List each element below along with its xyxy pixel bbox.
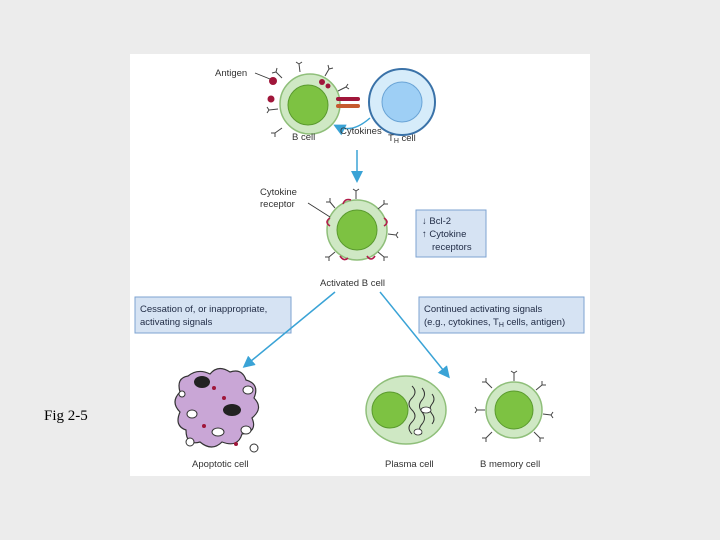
plasma-cell-label: Plasma cell <box>385 459 434 470</box>
th-cell-label: TH cell <box>388 133 416 145</box>
antigen-label: Antigen <box>215 68 247 79</box>
figure-caption: Fig 2-5 <box>44 408 88 424</box>
antigen-pointer <box>254 72 271 80</box>
plasma-cell <box>365 375 447 445</box>
bcl-box-line2: ↑ Cytokine <box>422 229 466 240</box>
cytokine-arrow <box>333 117 371 136</box>
arrow-to-apoptosis <box>242 291 336 368</box>
b-cell-top <box>266 61 360 137</box>
continued-box: Continued activating signals (e.g., cyto… <box>418 296 585 334</box>
continued-box-line2: (e.g., cytokines, TH cells, antigen) <box>424 317 565 329</box>
cytokine-receptor-pointer <box>307 202 331 218</box>
cytokine-receptor-label-2: receptor <box>260 199 295 210</box>
cessation-box: Cessation of, or inappropriate, activati… <box>134 296 292 334</box>
cessation-box-line2: activating signals <box>140 317 213 328</box>
activated-b-cell <box>325 188 399 261</box>
activated-b-cell-label: Activated B cell <box>320 278 385 289</box>
continued-box-line1: Continued activating signals <box>424 304 543 315</box>
cytokine-receptor-label-1: Cytokine <box>260 187 297 198</box>
diagram-figure: Antigen B cell Cytokines TH cell Cytokin… <box>130 54 590 476</box>
apoptotic-cell-label: Apoptotic cell <box>192 459 249 470</box>
diagram-canvas: Antigen B cell Cytokines TH cell Cytokin… <box>134 61 585 470</box>
bcl-box-line3: receptors <box>432 242 472 253</box>
bcl-box-line1: ↓ Bcl-2 <box>422 216 451 227</box>
b-memory-cell <box>474 370 554 442</box>
b-memory-cell-label: B memory cell <box>480 459 540 470</box>
cessation-box-line1: Cessation of, or inappropriate, <box>140 304 267 315</box>
b-cell-label: B cell <box>292 132 315 143</box>
arrow-to-plasma <box>379 291 450 379</box>
cytokines-label: Cytokines <box>340 126 382 137</box>
bcl-box: ↓ Bcl-2 ↑ Cytokine receptors <box>415 209 487 258</box>
th-cell <box>368 68 436 136</box>
apoptotic-cell <box>174 367 260 453</box>
